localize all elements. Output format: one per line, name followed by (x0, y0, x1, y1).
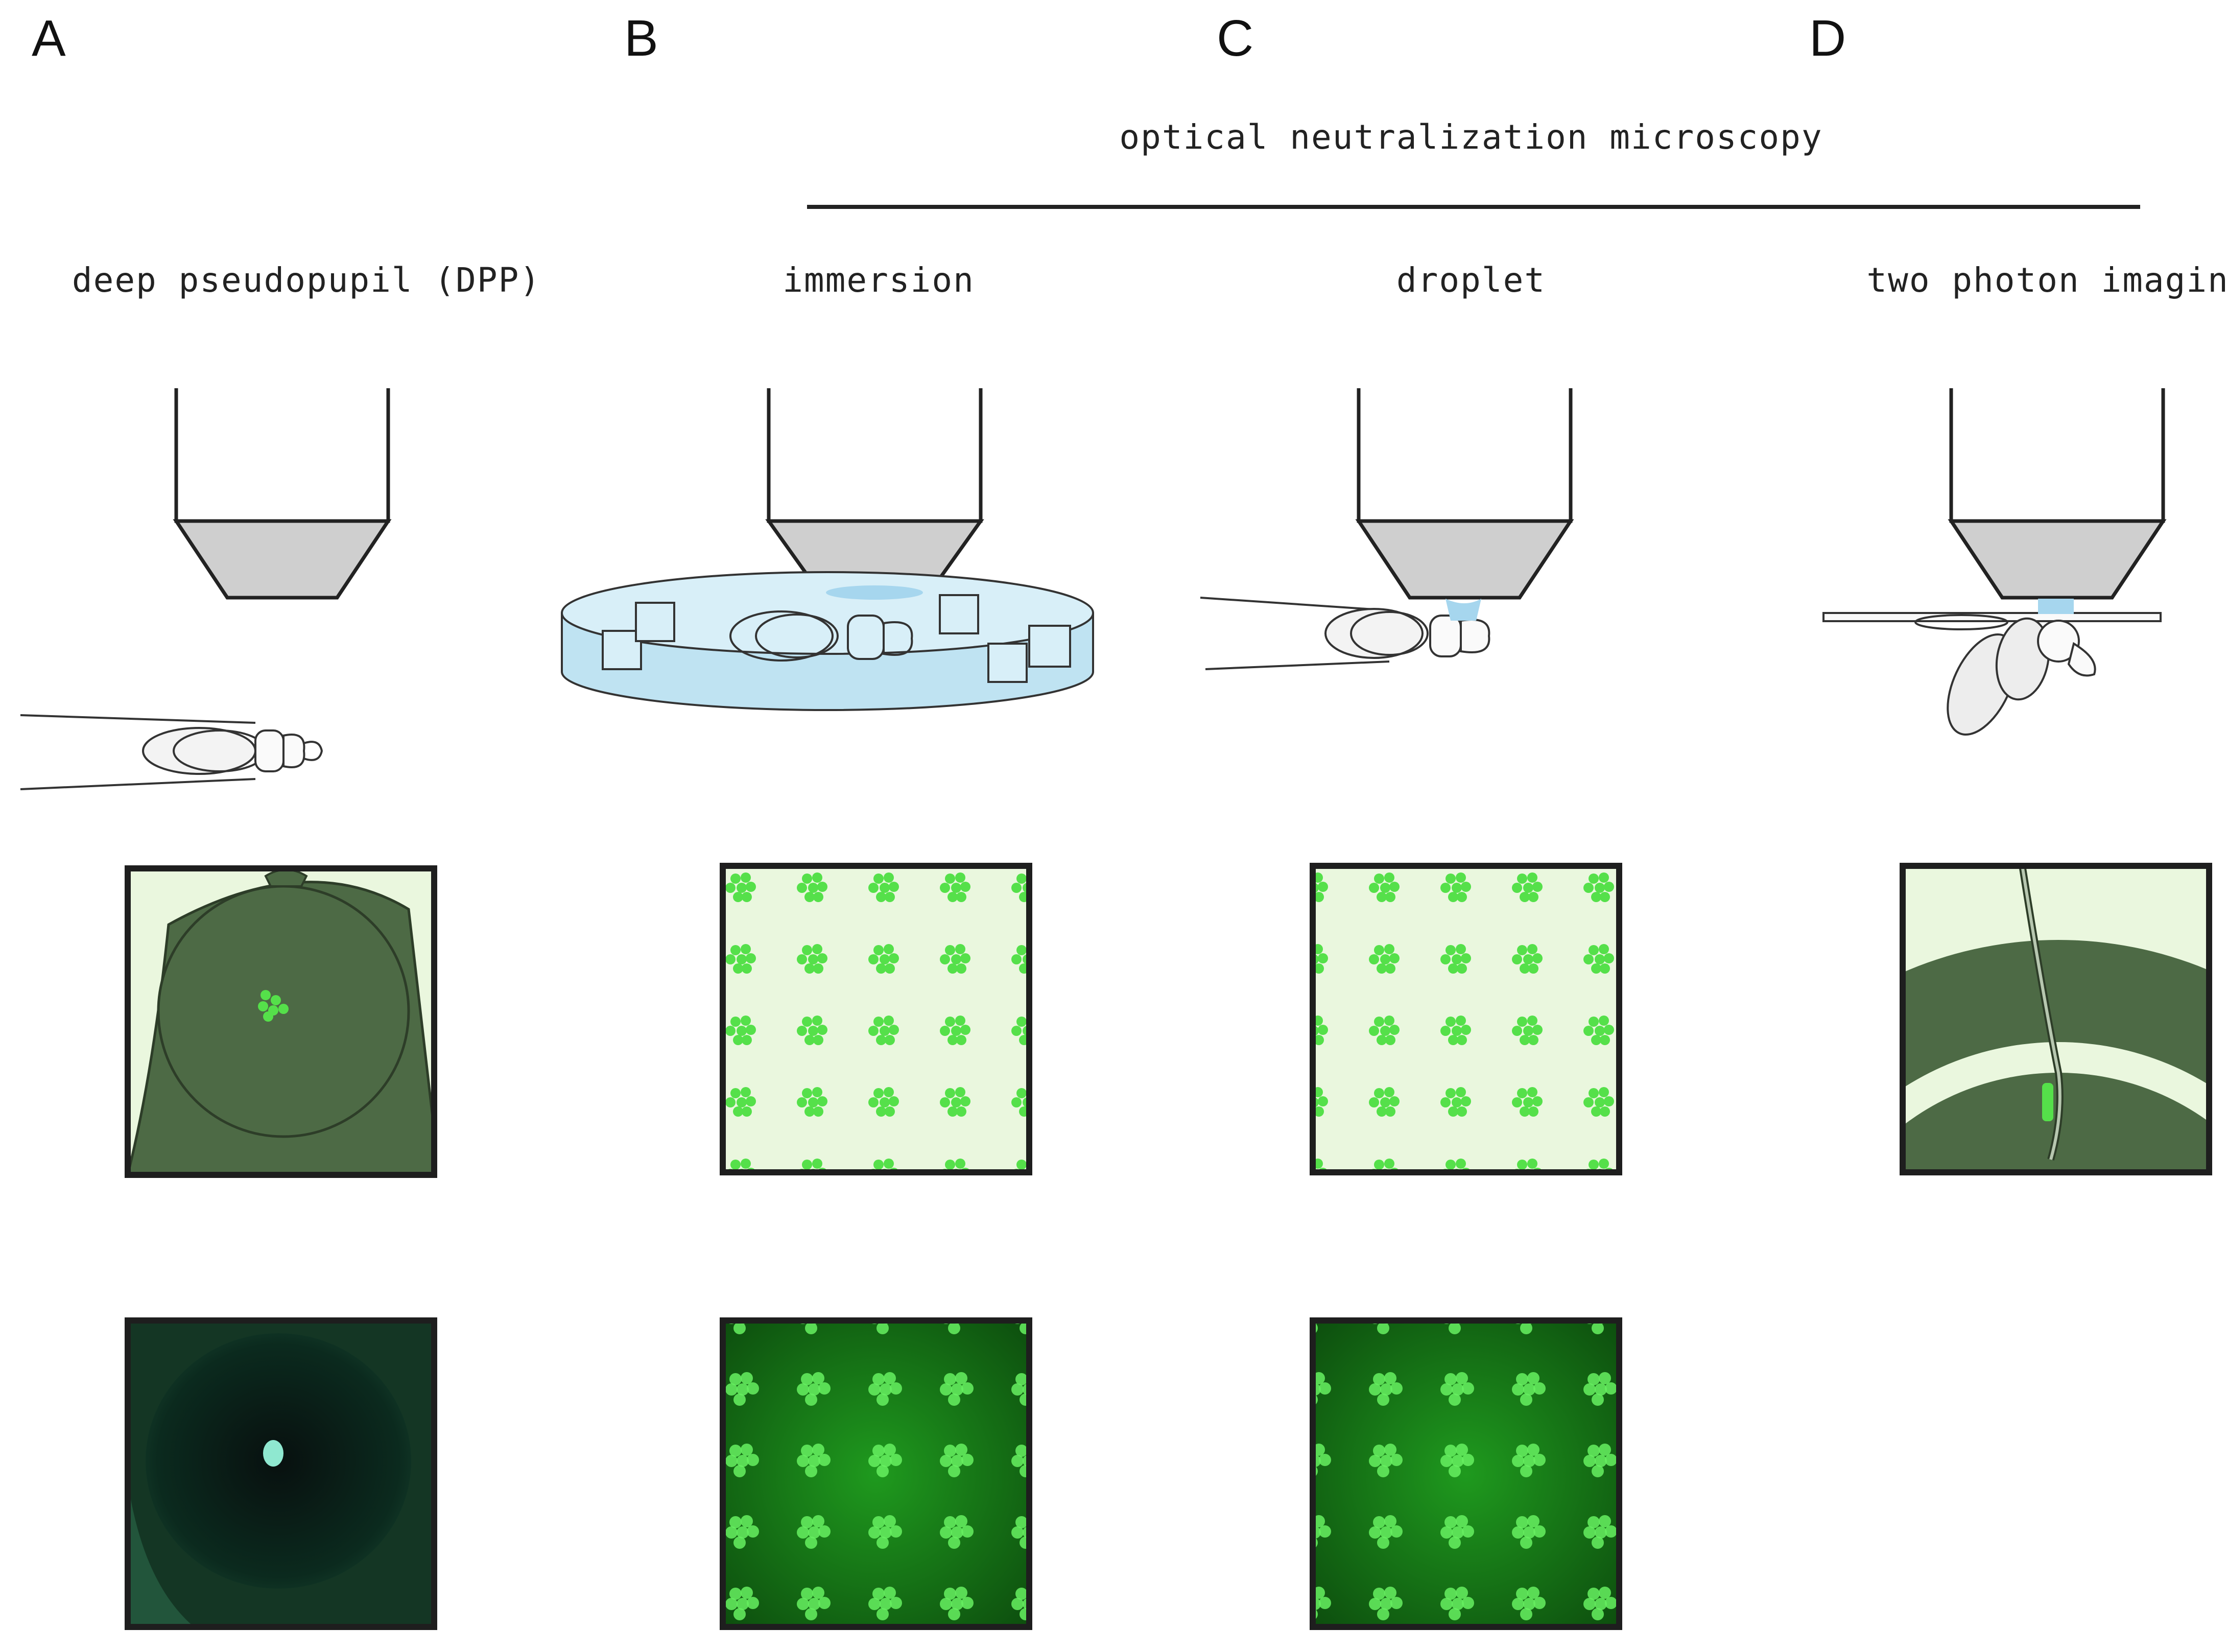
group-label: optical neutralization microscopy (1119, 117, 1823, 157)
panel-letter-b: B (624, 10, 658, 67)
method-label-immersion: immersion (783, 261, 975, 300)
method-label-droplet: droplet (1396, 261, 1546, 300)
two-photon-fly-d (1822, 599, 2162, 736)
panel-letter-c: C (1217, 10, 1254, 67)
objective-a (173, 388, 392, 600)
schematic-dpp-a (125, 865, 437, 1178)
method-label-two-photon: two photon imaging (1866, 261, 2227, 300)
schematic-immersion-b (720, 863, 1032, 1175)
objective-c (1355, 388, 1574, 600)
panel-letter-d: D (1809, 10, 1846, 67)
objective-d (1948, 388, 2167, 600)
schematic-two-photon-d (1900, 863, 2212, 1175)
method-label-dpp: deep pseudopupil (DPP) (72, 261, 541, 300)
droplet-fly-c (1200, 597, 1490, 670)
objective-b (765, 388, 984, 595)
micrograph-dpp-a (125, 1317, 437, 1630)
fly-illustration-a (20, 714, 323, 790)
schematic-droplet-c (1310, 863, 1622, 1175)
micrograph-immersion-b (720, 1317, 1032, 1630)
immersion-dish-b (561, 571, 1094, 711)
panel-letter-a: A (32, 10, 66, 67)
micrograph-droplet-c (1310, 1317, 1622, 1630)
